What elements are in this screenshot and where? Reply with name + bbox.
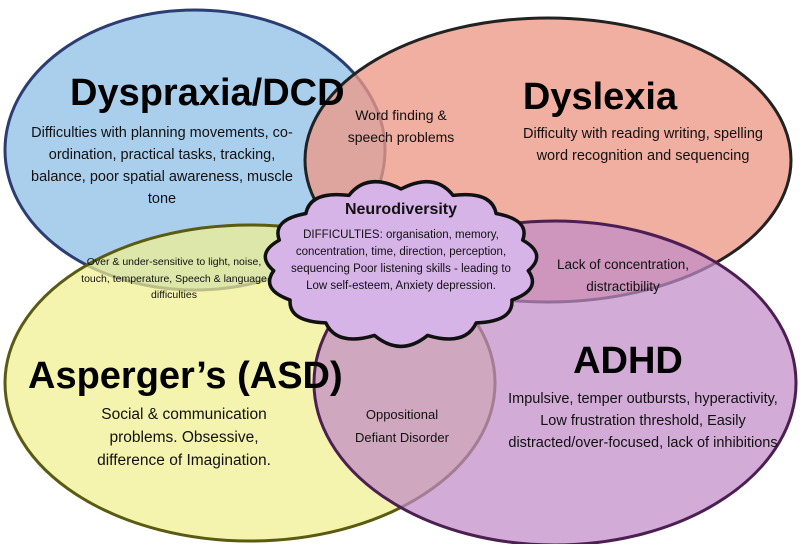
dyspraxia-title: Dyspraxia/DCD bbox=[70, 72, 345, 114]
overlap-dyspraxia-asperger: Over & under-sensitive to light, noise, … bbox=[81, 256, 267, 301]
neurodiversity-title: Neurodiversity bbox=[344, 201, 458, 218]
neurodiversity-cloud bbox=[263, 179, 539, 349]
neurodiversity-body: DIFFICULTIES: organisation, memory, conc… bbox=[291, 229, 511, 292]
adhd-title: ADHD bbox=[573, 340, 683, 382]
adhd-description: Impulsive, temper outbursts, hyperactivi… bbox=[508, 391, 778, 451]
dyslexia-title: Dyslexia bbox=[522, 76, 678, 118]
asperger-title: Asperger’s (ASD) bbox=[28, 355, 343, 397]
asperger-description: Social & communication problems. Obsessi… bbox=[97, 406, 271, 469]
overlap-dyslexia-adhd: Lack of concentration, distractibility bbox=[556, 257, 690, 294]
dyspraxia-description: Difficulties with planning movements, co… bbox=[31, 125, 293, 207]
dyslexia-description: Difficulty with reading writing, spellin… bbox=[523, 126, 763, 164]
overlap-asperger-adhd: Oppositional Defiant Disorder bbox=[355, 407, 449, 445]
overlap-dyspraxia-dyslexia: Word finding & speech problems bbox=[347, 107, 455, 145]
